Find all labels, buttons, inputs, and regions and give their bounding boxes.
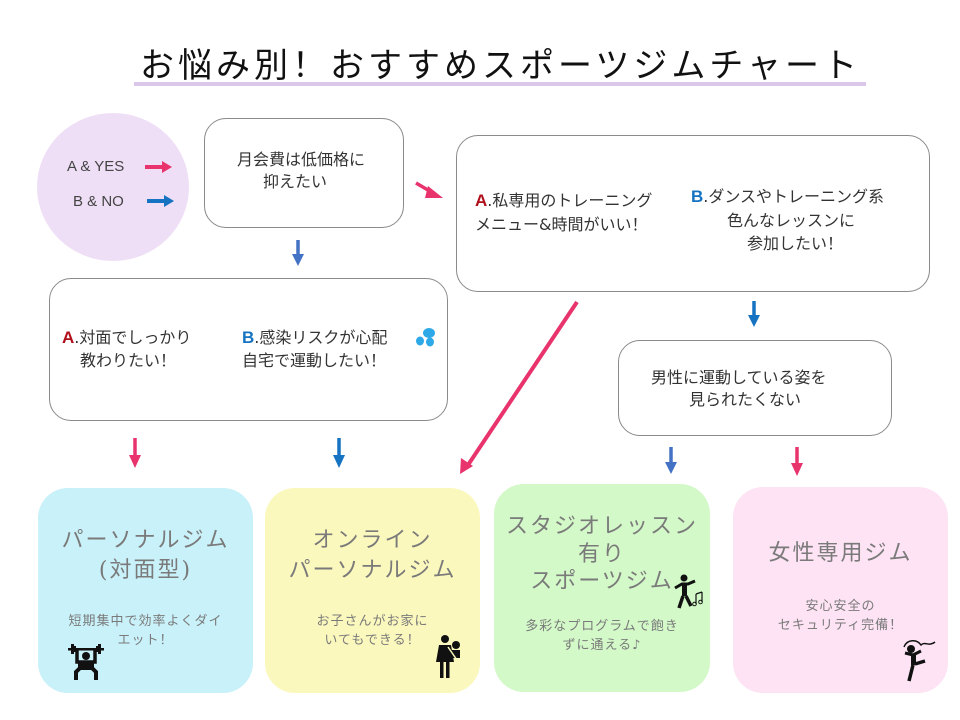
question-training-place: A.対面でしっかり 教わりたい！ B.感染リスクが心配 自宅で運動したい！ [49, 278, 448, 421]
card-title-line1: オンライン [312, 528, 433, 553]
q4-line1: 男性に運動している姿を [651, 368, 827, 387]
page-title: お悩み別！おすすめスポーツジムチャート [140, 46, 861, 86]
arrow-q4-no-to-studio [665, 447, 677, 474]
q2-a-line1: .私専用のトレーニング [487, 191, 653, 210]
legend-yes-label: A & YES [67, 158, 125, 175]
q3-b-line1: .感染リスクが心配 [254, 328, 388, 347]
q2-option-a: A.私専用のトレーニング [475, 190, 652, 212]
card-title-line1: 女性専用ジム [768, 541, 913, 566]
arrow-q4-yes-to-women [791, 447, 803, 476]
q2-b-line3: 参加したい！ [747, 234, 844, 253]
card-desc-line2: ずに通える♪ [562, 638, 642, 653]
dancer-music-icon [674, 574, 703, 609]
legend-no-arrow-icon [147, 195, 174, 207]
card-title-line2: パーソナルジム [288, 558, 457, 583]
q2-b-line2: 色んなレッスンに [727, 211, 856, 230]
card-title-line1: スタジオレッスン [505, 514, 698, 539]
sweat-drops-icon [416, 328, 435, 347]
option-b-prefix: B [242, 328, 255, 347]
weightlifting-icon [68, 644, 104, 680]
q2-b-line1: .ダンスやトレーニング系 [703, 187, 885, 206]
q3-a-line1: .対面でしっかり [74, 328, 192, 347]
arrow-q3b-to-online [333, 438, 345, 468]
card-title-line1: パーソナルジム [61, 528, 230, 553]
legend-yes-arrow-icon [145, 161, 172, 173]
option-a-prefix: A [62, 328, 75, 347]
q1-line1: 月会費は低価格に [237, 150, 366, 169]
card-desc-line1: 多彩なプログラムで飽き [525, 619, 679, 634]
card-title-line3: スポーツジム [530, 569, 674, 594]
result-online-personal-gym: オンライン パーソナルジム お子さんがお家に いてもできる！ [265, 488, 480, 693]
q4-line2: 見られたくない [689, 390, 802, 409]
result-women-only-gym: 女性専用ジム 安心安全の セキュリティ完備！ [733, 487, 948, 693]
q3-option-b: B.感染リスクが心配 [242, 327, 387, 349]
legend: A & YES B & NO [37, 113, 189, 261]
card-desc-line1: お子さんがお家に [316, 614, 429, 629]
card-title-line2: (対面型) [98, 558, 193, 583]
q3-option-a: A.対面でしっかり [62, 327, 191, 349]
q1-line2: 抑えたい [263, 172, 328, 191]
card-desc-line1: 安心安全の [805, 599, 876, 614]
card-desc-line1: 短期集中で効率よくダイ [68, 614, 223, 629]
result-studio-sports-gym: スタジオレッスン 有り スポーツジム 多彩なプログラムで飽き ずに通える♪ [494, 484, 710, 692]
arrow-q1-to-q2 [415, 181, 443, 198]
question-training-style: A.私専用のトレーニング メニュー&時間がいい！ B.ダンスやトレーニング系 色… [456, 135, 930, 292]
q2-option-b: B.ダンスやトレーニング系 [691, 186, 884, 208]
question-women-only: 男性に運動している姿を 見られたくない [618, 340, 892, 436]
arrow-q1-to-q3 [292, 240, 304, 266]
title-underline [134, 82, 866, 86]
q2-a-line2: メニュー&時間がいい！ [475, 215, 648, 234]
card-desc-line2: エット！ [117, 633, 174, 648]
arrow-q3a-to-personal [129, 438, 141, 468]
card-title-line2: 有り [577, 542, 626, 567]
card-desc-line2: セキュリティ完備！ [777, 618, 904, 633]
arrow-q2a-to-online [460, 300, 579, 474]
rhythmic-gymnast-icon [903, 640, 936, 682]
option-a-prefix: A [475, 191, 488, 210]
q3-a-line2: 教わりたい！ [80, 351, 177, 370]
question-low-price: 月会費は低価格に 抑えたい [204, 118, 404, 228]
arrow-q2b-to-q4 [748, 301, 760, 327]
q3-b-line2: 自宅で運動したい！ [242, 351, 387, 370]
card-desc-line2: いてもできる！ [324, 633, 421, 648]
legend-no-label: B & NO [73, 193, 124, 210]
result-personal-gym: パーソナルジム (対面型) 短期集中で効率よくダイ エット！ [38, 488, 253, 693]
option-b-prefix: B [691, 187, 704, 206]
parent-with-child-icon [436, 635, 460, 678]
